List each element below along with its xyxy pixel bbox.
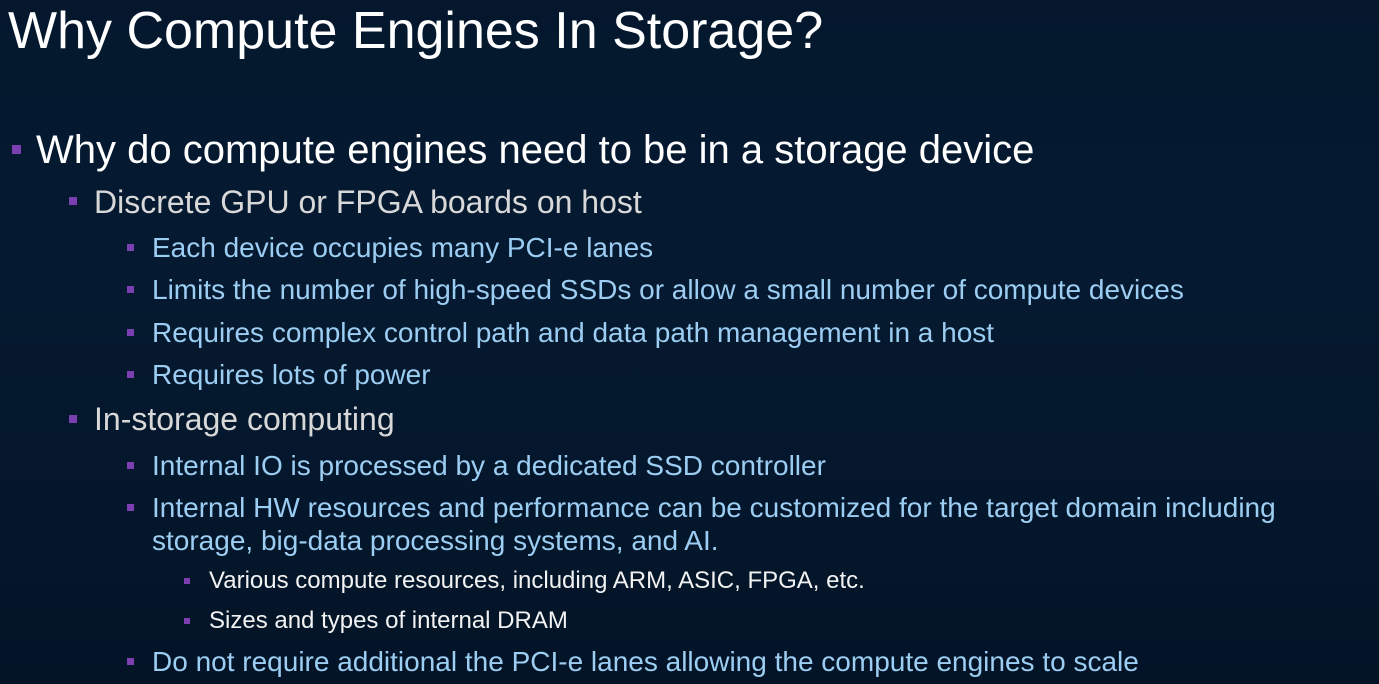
bullet-text-level-1: Why do compute engines need to be in a s… bbox=[36, 128, 1035, 172]
bullet-text-level-3: Limits the number of high-speed SSDs or … bbox=[152, 274, 1184, 305]
bullet-level-3 bbox=[127, 462, 134, 469]
bullet-level-3 bbox=[127, 371, 134, 378]
bullet-text-level-3: Do not require additional the PCI-e lane… bbox=[152, 646, 1139, 677]
bullet-text-level-3: Internal HW resources and performance ca… bbox=[152, 492, 1276, 523]
bullet-text-level-3: Each device occupies many PCI-e lanes bbox=[152, 232, 654, 263]
bullet-text-continuation: storage, big-data processing systems, an… bbox=[152, 525, 719, 556]
bullet-text-level-3: Requires complex control path and data p… bbox=[152, 317, 995, 348]
bullet-level-2 bbox=[69, 197, 77, 205]
bullet-text-level-4: Sizes and types of internal DRAM bbox=[209, 607, 568, 634]
bullet-text-level-4: Various compute resources, including ARM… bbox=[209, 567, 865, 594]
bullet-level-1 bbox=[12, 145, 21, 154]
bullet-text-level-2: In-storage computing bbox=[94, 401, 395, 437]
bullet-level-2 bbox=[69, 415, 77, 423]
bullet-level-3 bbox=[127, 504, 134, 511]
bullet-level-4 bbox=[184, 618, 190, 624]
bullet-level-3 bbox=[127, 286, 134, 293]
bullet-level-4 bbox=[184, 578, 190, 584]
slide-title: Why Compute Engines In Storage? bbox=[8, 2, 824, 60]
bullet-level-3 bbox=[127, 658, 134, 665]
bullet-level-3 bbox=[127, 244, 134, 251]
bullet-text-level-3: Internal IO is processed by a dedicated … bbox=[152, 450, 826, 481]
bullet-text-level-2: Discrete GPU or FPGA boards on host bbox=[94, 184, 642, 220]
bullet-level-3 bbox=[127, 329, 134, 336]
bullet-text-level-3: Requires lots of power bbox=[152, 359, 431, 390]
